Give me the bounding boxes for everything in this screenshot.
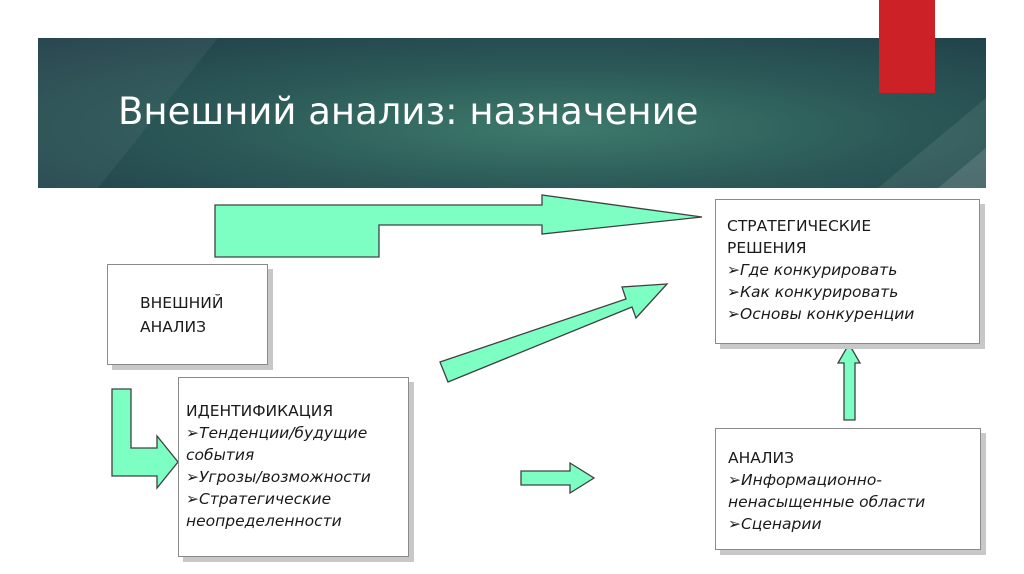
identification-box: ИДЕНТИФИКАЦИЯ ➢Тенденции/будущие события… xyxy=(178,377,409,557)
external-analysis-box: ВНЕШНИЙ АНАЛИЗ xyxy=(107,264,268,365)
identification-item-threats: ➢Угрозы/возможности xyxy=(186,468,371,486)
external-analysis-line1: ВНЕШНИЙ xyxy=(140,294,224,312)
arrow-identification-to-analysis xyxy=(520,461,596,495)
analysis-item-scenarios: ➢Сценарии xyxy=(728,515,822,533)
arrow-external-to-strategic xyxy=(214,194,703,258)
analysis-box: АНАЛИЗ ➢Информационно- ненасыщенные обла… xyxy=(715,428,981,550)
identification-item-uncertainties: ➢Стратегические xyxy=(186,490,332,508)
strategic-heading-line2: РЕШЕНИЯ xyxy=(727,239,807,257)
strategic-item-where: ➢Где конкурировать xyxy=(727,261,898,279)
arrow-identification-to-strategic xyxy=(439,283,669,383)
accent-tab xyxy=(879,0,935,93)
header-decor xyxy=(38,38,986,188)
strategic-heading-line1: СТРАТЕГИЧЕСКИЕ xyxy=(727,217,872,235)
identification-item-trends: ➢Тенденции/будущие xyxy=(186,424,368,442)
strategic-decisions-box: СТРАТЕГИЧЕСКИЕ РЕШЕНИЯ ➢Где конкурироват… xyxy=(715,199,980,344)
arrow-analysis-to-strategic xyxy=(836,342,862,421)
header-band: Внешний анализ: назначение xyxy=(38,38,986,188)
external-analysis-line2: АНАЛИЗ xyxy=(140,318,207,336)
identification-item-uncertainties-cont: неопределенности xyxy=(186,512,342,530)
strategic-item-basis: ➢Основы конкуренции xyxy=(727,305,915,323)
analysis-item-info: ➢Информационно- xyxy=(728,471,882,489)
analysis-item-info-cont: ненасыщенные области xyxy=(728,493,926,511)
slide-title: Внешний анализ: назначение xyxy=(118,90,699,133)
strategic-item-how: ➢Как конкурировать xyxy=(727,283,899,301)
identification-item-trends-cont: события xyxy=(186,446,255,464)
identification-heading: ИДЕНТИФИКАЦИЯ xyxy=(186,402,334,420)
arrow-external-to-identification xyxy=(111,388,179,490)
analysis-heading: АНАЛИЗ xyxy=(728,449,795,467)
